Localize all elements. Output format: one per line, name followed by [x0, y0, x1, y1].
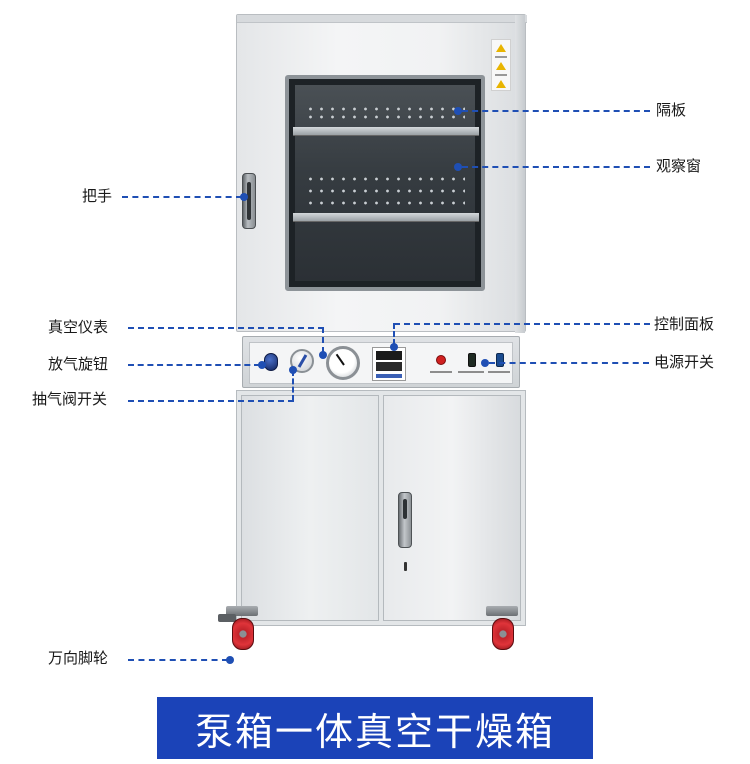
label-casters: 万向脚轮 — [48, 649, 109, 667]
controller-display-top — [376, 351, 402, 360]
callout-line-shelf — [462, 110, 650, 112]
callout-dot-shelf — [454, 107, 462, 115]
label-handle: 把手 — [82, 187, 113, 205]
caster-brake — [218, 614, 236, 622]
lower-door-left — [241, 395, 379, 621]
shelf-perforations — [305, 177, 465, 181]
callout-vline-control-panel — [393, 323, 395, 345]
callout-dot-handle — [240, 193, 248, 201]
label-window: 观察窗 — [656, 157, 702, 175]
shelf-perforations — [305, 107, 465, 111]
shelf-perforations — [305, 201, 465, 205]
lower-door-handle — [398, 492, 412, 548]
vacuum-gauge — [326, 346, 360, 380]
callout-vline-vacuum-gauge — [322, 327, 324, 353]
callout-line-window — [462, 166, 650, 168]
pump-valve-switch — [290, 349, 314, 373]
label-shelf: 隔板 — [656, 101, 687, 119]
caster-wheel — [232, 618, 254, 650]
label-power-switch: 电源开关 — [654, 353, 715, 371]
lower-door-right — [383, 395, 521, 621]
callout-line-pump-valve-switch — [128, 400, 294, 402]
warning-labels — [491, 39, 511, 91]
shelf-perforations — [305, 115, 465, 119]
callout-line-power-switch — [489, 362, 649, 364]
keyhole — [404, 562, 407, 571]
lower-cabinet — [236, 390, 526, 626]
controller-display-bottom — [376, 362, 402, 371]
temperature-controller — [372, 347, 406, 381]
control-panel-face — [249, 342, 513, 384]
product-title-banner: 泵箱一体真空干燥箱 — [157, 697, 593, 759]
label-vent-knob: 放气旋钮 — [48, 355, 109, 373]
warning-text-bar — [495, 74, 507, 76]
caster-left — [218, 606, 262, 650]
shelf-upper — [293, 127, 479, 136]
callout-dot-control-panel — [390, 343, 398, 351]
label-control-panel: 控制面板 — [654, 315, 715, 333]
label-pump-valve-switch: 抽气阀开关 — [32, 390, 108, 408]
callout-dot-pump-valve-switch — [289, 366, 297, 374]
controller-keys — [376, 374, 402, 378]
door-handle — [242, 173, 256, 229]
caster-mount — [486, 606, 518, 616]
label-vacuum-gauge: 真空仪表 — [48, 318, 109, 336]
callout-dot-casters — [226, 656, 234, 664]
power-switch — [496, 353, 504, 367]
panel-caption — [488, 371, 510, 373]
upper-door — [236, 14, 527, 333]
caster-mount — [226, 606, 258, 616]
observation-window — [285, 75, 485, 291]
warning-text-bar — [495, 56, 507, 58]
caster-wheel — [492, 618, 514, 650]
shelf-lower — [293, 213, 479, 222]
panel-caption — [430, 371, 452, 373]
callout-line-control-panel — [394, 323, 650, 325]
shelf-perforations — [305, 189, 465, 193]
hinge-strip — [515, 15, 525, 333]
indicator-light — [436, 355, 446, 365]
top-cap — [237, 15, 527, 23]
callout-dot-window — [454, 163, 462, 171]
warning-triangle-icon — [496, 80, 506, 88]
callout-line-vent-knob — [128, 364, 260, 366]
callout-line-vacuum-gauge — [128, 327, 324, 329]
callout-line-casters — [128, 659, 228, 661]
callout-vline-pump-valve-switch — [292, 370, 294, 401]
oven-chamber — [293, 85, 479, 281]
callout-dot-vent-knob — [258, 361, 266, 369]
warning-triangle-icon — [496, 62, 506, 70]
aux-switch — [468, 353, 476, 367]
callout-dot-power-switch — [481, 359, 489, 367]
warning-triangle-icon — [496, 44, 506, 52]
vent-knob — [264, 353, 278, 371]
callout-line-handle — [122, 196, 242, 198]
vacuum-drying-oven — [236, 14, 527, 634]
caster-right — [482, 606, 522, 650]
panel-caption — [458, 371, 484, 373]
callout-dot-vacuum-gauge — [319, 351, 327, 359]
control-panel — [242, 336, 520, 388]
